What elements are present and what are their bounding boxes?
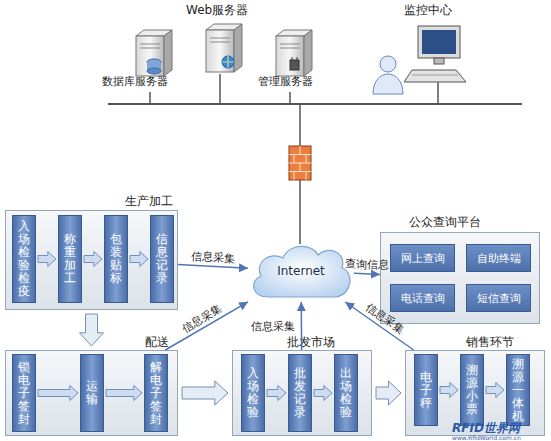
box-label: 短信查询 — [477, 291, 521, 306]
device-label: 监控中心 — [404, 4, 452, 17]
process-box: 溯源小票 — [460, 354, 484, 426]
process-box: 运输 — [80, 354, 104, 432]
device-label: Web服务器 — [186, 4, 248, 17]
edge-label: 信息采集 — [179, 301, 225, 336]
internet-cloud: Internet — [248, 240, 354, 302]
box-label: 溯源小票 — [466, 364, 479, 416]
box-label: 解电子签封 — [150, 361, 163, 426]
block-arrow — [376, 381, 401, 405]
box-label: 批发记录 — [294, 367, 307, 419]
query-box: 网上查询 — [390, 244, 455, 272]
process-box: 入场检验 — [241, 354, 265, 432]
box-label: 称重加工 — [64, 233, 77, 285]
group-panel: 配送锁电子签封运输解电子签封 — [5, 350, 178, 436]
connector-arrow — [354, 273, 380, 274]
connector-arrow — [178, 265, 248, 269]
group-panel: 生产加工入场检验检疫称重加工包装贴标信息记录 — [5, 210, 178, 310]
box-label: 自助终端 — [477, 251, 521, 266]
bus-drop — [219, 74, 221, 104]
database-server-icon — [136, 30, 172, 76]
cloud-label: Internet — [277, 264, 325, 278]
process-box: 解电子签封 — [144, 354, 168, 432]
network-bus — [108, 103, 522, 105]
edge-label: 信息采集 — [251, 319, 295, 334]
process-box: 入场检验检疫 — [12, 215, 36, 303]
bus-drop — [289, 92, 291, 104]
group-title: 销售环节 — [466, 335, 514, 349]
group-title: 配送 — [145, 335, 169, 349]
group-title: 生产加工 — [125, 194, 173, 208]
group-title: 公众查询平台 — [409, 215, 481, 229]
edge-label: 信息采集 — [191, 249, 236, 266]
process-box: 批发记录 — [288, 354, 312, 432]
box-label: 溯源一体机 — [512, 358, 525, 423]
box-label: 网上查询 — [401, 251, 445, 266]
process-box: 称重加工 — [58, 215, 82, 303]
box-label: 锁电子签封 — [18, 361, 31, 426]
query-box: 电话查询 — [390, 284, 455, 312]
group-panel: 公众查询平台网上查询自助终端电话查询短信查询 — [380, 232, 540, 324]
box-label: 入场检验检疫 — [18, 220, 31, 298]
box-label: 包装贴标 — [110, 233, 123, 285]
device-label: 管理服务器 — [258, 76, 313, 88]
watermark: RFID世界网 — [452, 422, 520, 435]
bus-drop — [149, 92, 151, 104]
process-box: 出场检验 — [334, 354, 358, 432]
web-server-icon — [206, 24, 242, 72]
query-box: 短信查询 — [466, 284, 531, 312]
group-title: 批发市场 — [287, 335, 335, 349]
operator-icon — [373, 56, 403, 94]
device-label: 数据库服务器 — [102, 76, 168, 88]
process-box: 包装贴标 — [104, 215, 128, 303]
firewall-icon — [289, 146, 311, 180]
bus-drop — [437, 82, 439, 104]
process-box: 溯源一体机 — [506, 354, 530, 426]
box-label: 电子秤 — [420, 371, 433, 410]
box-label: 电话查询 — [401, 291, 445, 306]
box-label: 信息记录 — [156, 233, 169, 285]
box-label: 入场检验 — [247, 367, 260, 419]
block-arrow — [182, 381, 228, 405]
management-server-icon — [276, 30, 312, 76]
query-box: 自助终端 — [466, 244, 531, 272]
process-box: 信息记录 — [150, 215, 174, 303]
monitor-icon — [404, 26, 466, 82]
watermark: www.RfidWorld.com.cn — [452, 434, 521, 441]
box-label: 运输 — [86, 380, 99, 406]
edge-label: 查询信息 — [345, 256, 390, 273]
group-panel: 批发市场入场检验批发记录出场检验 — [232, 350, 372, 436]
box-label: 出场检验 — [340, 367, 353, 419]
process-box: 锁电子签封 — [12, 354, 36, 432]
block-arrow — [80, 314, 104, 346]
process-box: 电子秤 — [414, 354, 438, 426]
